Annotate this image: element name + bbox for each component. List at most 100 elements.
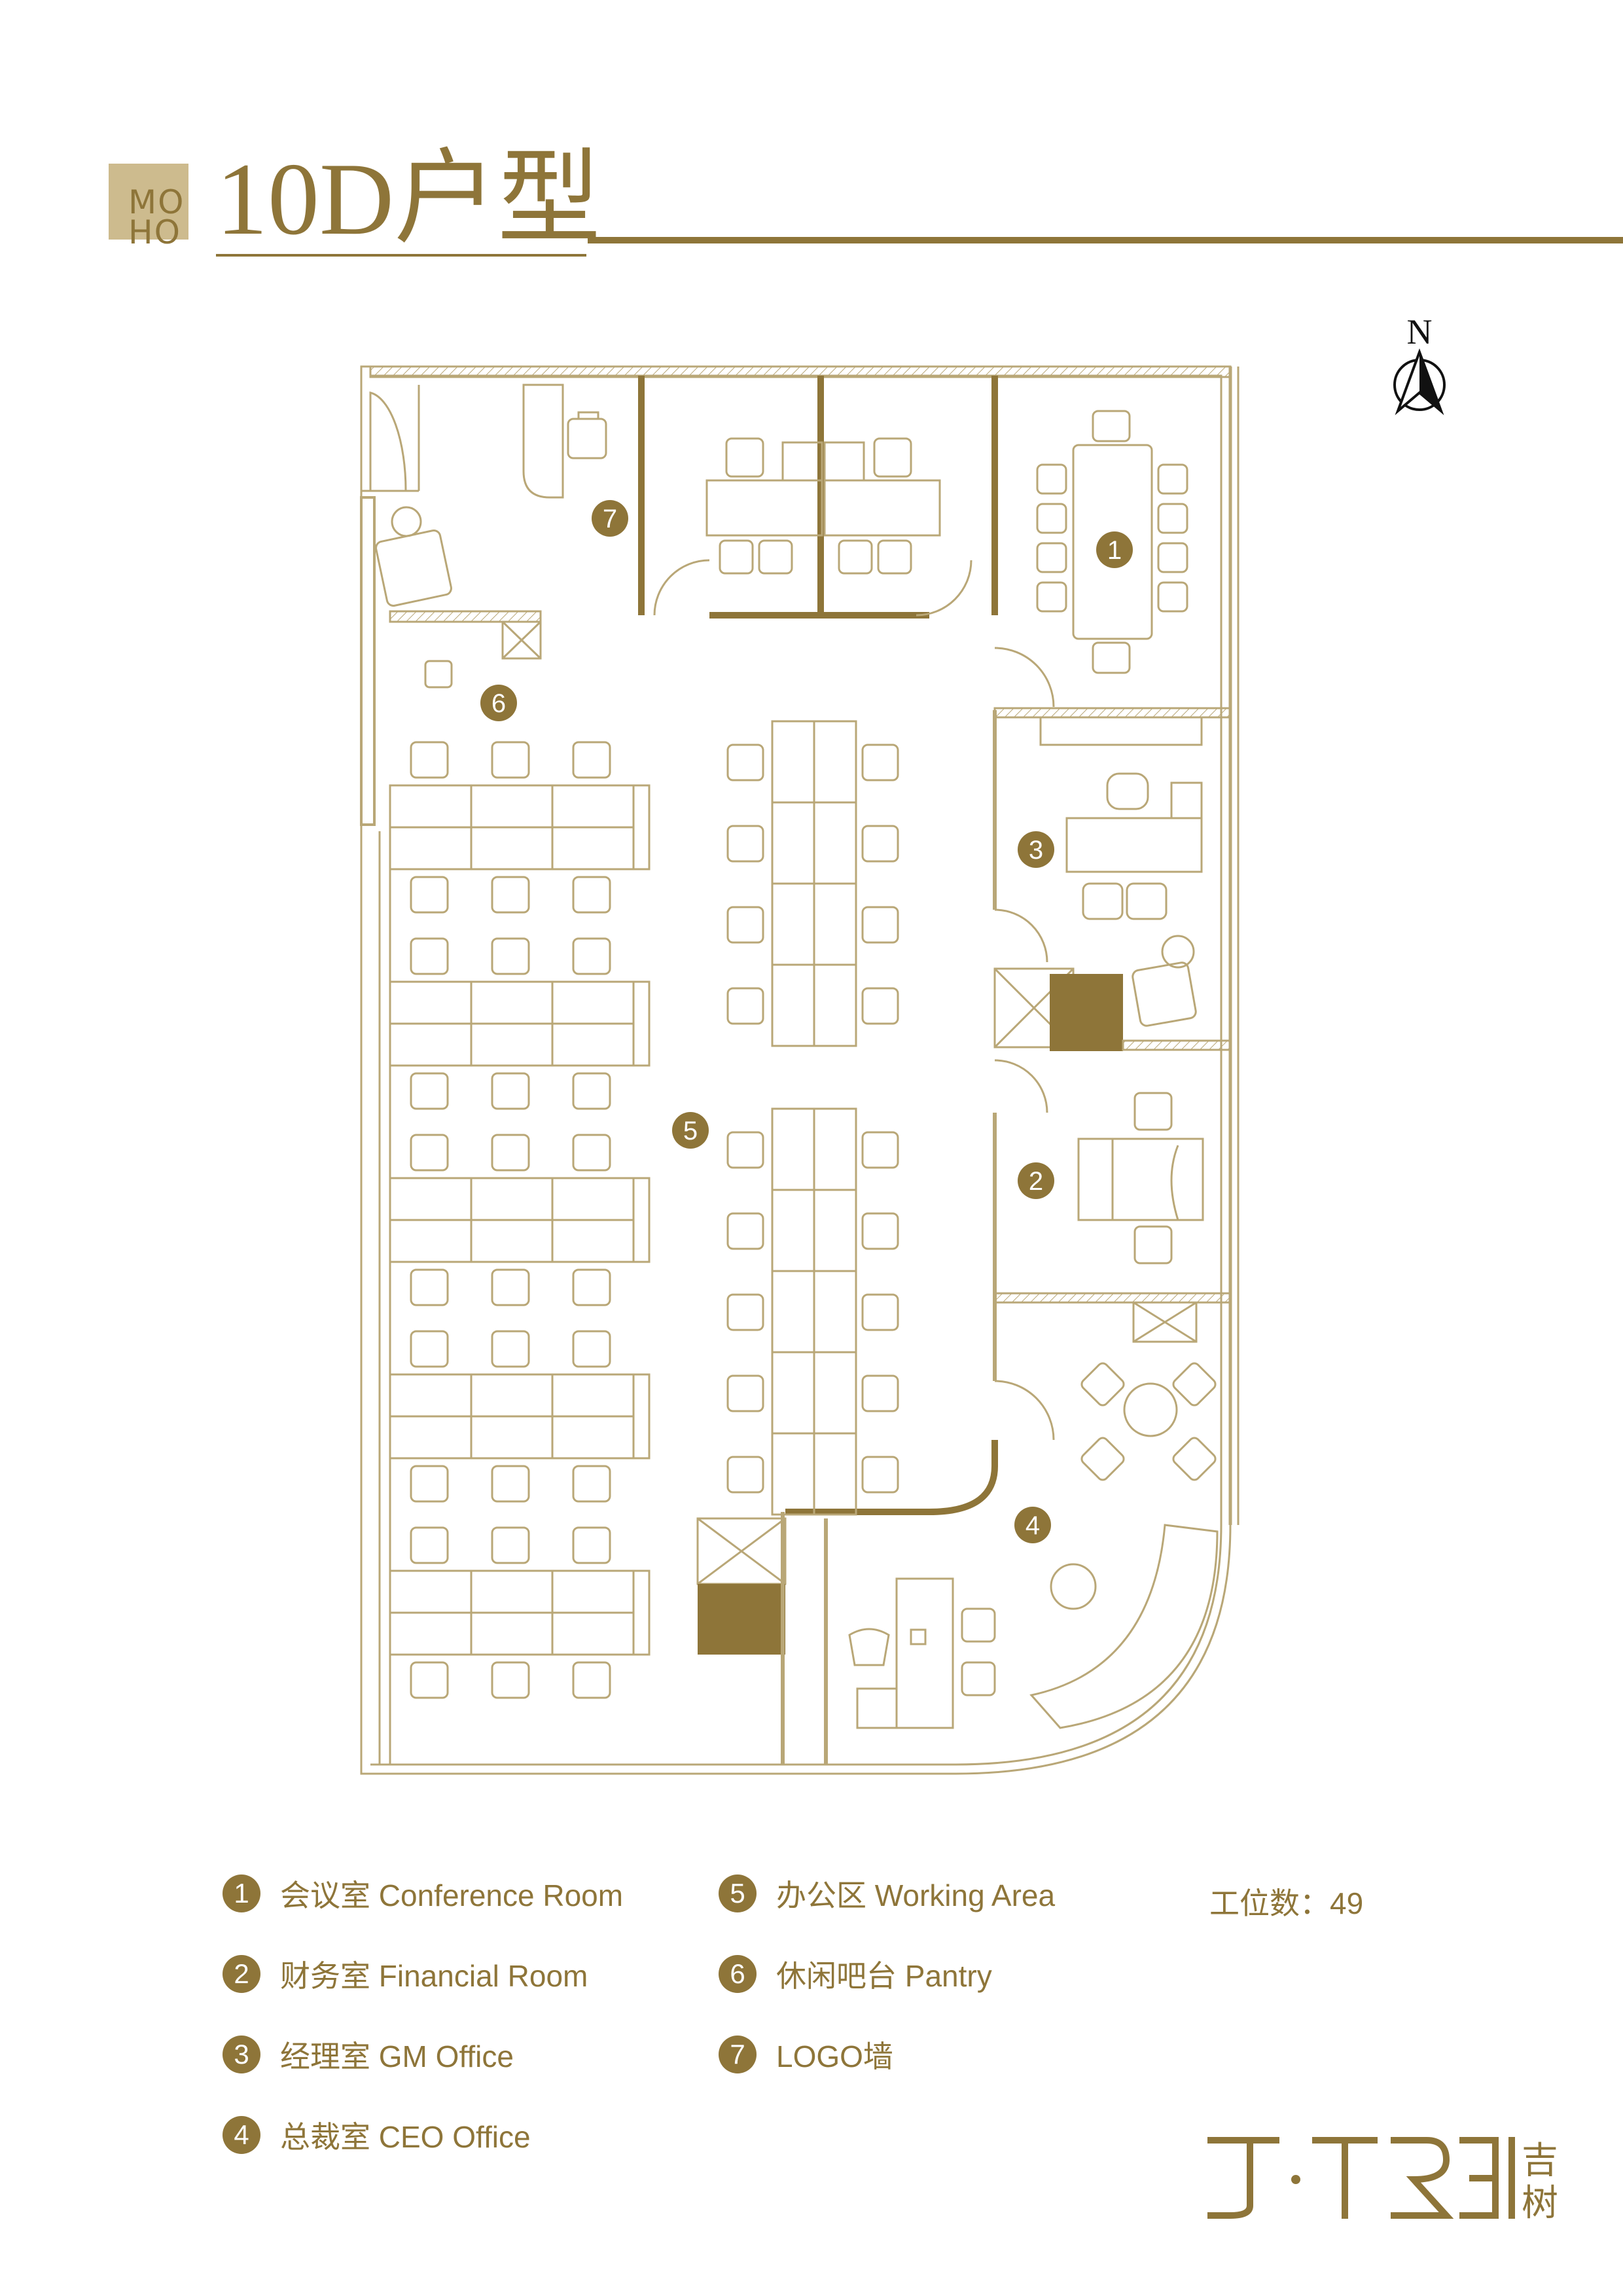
chair xyxy=(410,1072,449,1110)
legend-label: 总裁室 CEO Office xyxy=(280,2120,531,2154)
desk xyxy=(813,1107,857,1191)
core-shaft-bottom-solid xyxy=(698,1584,785,1655)
compass-icon xyxy=(1393,348,1446,416)
room-number-3: 3 xyxy=(1029,836,1043,865)
desk xyxy=(389,1022,473,1067)
chair xyxy=(410,1134,449,1172)
north-arrow: N xyxy=(1383,314,1455,425)
legend-badge: 3 xyxy=(223,2036,260,2073)
ceo-sofa xyxy=(1029,1524,1219,1729)
chair xyxy=(861,1374,899,1412)
desk xyxy=(551,1022,635,1067)
legend-badge: 7 xyxy=(719,2036,757,2073)
chair xyxy=(861,1131,899,1169)
desk xyxy=(813,1270,857,1354)
chair xyxy=(572,1465,611,1503)
room-number-2: 2 xyxy=(1029,1167,1043,1196)
legend-item: 7 LOGO墙 xyxy=(719,2033,893,2076)
desk xyxy=(813,963,857,1047)
chair xyxy=(491,741,530,779)
legend-item: 6 休闲吧台 Pantry xyxy=(719,1952,992,1996)
legend-badge: 1 xyxy=(223,1874,260,1912)
chair xyxy=(726,1293,764,1331)
desk-end xyxy=(632,980,651,1067)
room-badges: 1 2 3 4 5 6 7 xyxy=(480,500,1133,1543)
room-badge-6: 6 xyxy=(480,685,517,721)
desk xyxy=(771,1432,815,1516)
brand-line-1: MO xyxy=(128,183,185,221)
desk xyxy=(389,1415,473,1460)
legend-label: 办公区 Working Area xyxy=(776,1878,1056,1912)
desk xyxy=(470,826,554,870)
north-label: N xyxy=(1406,312,1433,351)
desk xyxy=(813,1189,857,1272)
pantry-counter xyxy=(389,610,542,623)
outer-wall xyxy=(360,365,1232,1775)
ceo-round-table xyxy=(1123,1382,1178,1437)
legend-item: 4 总裁室 CEO Office xyxy=(223,2113,531,2157)
conference-table xyxy=(1072,444,1153,640)
legend-item: 5 办公区 Working Area xyxy=(719,1872,1055,1915)
desk xyxy=(551,784,635,829)
chair xyxy=(726,1131,764,1169)
desk xyxy=(470,1415,554,1460)
room-badge-4: 4 xyxy=(1014,1507,1051,1543)
desk xyxy=(551,1570,635,1614)
chair xyxy=(861,744,899,781)
desk xyxy=(470,1022,554,1067)
desk xyxy=(389,1373,473,1418)
desk xyxy=(771,1351,815,1435)
desk xyxy=(771,801,815,885)
chair xyxy=(491,1465,530,1503)
chair xyxy=(491,1526,530,1564)
reception-desk xyxy=(522,384,564,499)
meeting-table-b xyxy=(823,479,941,537)
gm-wall xyxy=(993,707,1232,719)
room-badge-7: 7 xyxy=(592,500,628,537)
chair xyxy=(726,744,764,781)
chair xyxy=(861,906,899,944)
desk xyxy=(551,980,635,1025)
ceo-desk xyxy=(895,1577,954,1729)
desk-end xyxy=(632,1177,651,1263)
ceo-curved-wall xyxy=(785,1440,998,1515)
chair xyxy=(726,906,764,944)
west-wall xyxy=(360,496,376,826)
desk xyxy=(771,1270,815,1354)
brand-line-2: HO xyxy=(128,213,181,251)
chair xyxy=(572,1661,611,1699)
page-header: MO HO 10D户型 xyxy=(0,0,1623,275)
chair xyxy=(572,741,611,779)
core-shaft-right-solid xyxy=(1050,974,1123,1051)
chair xyxy=(572,1072,611,1110)
desk xyxy=(813,1432,857,1516)
desk xyxy=(813,882,857,966)
gm-desk xyxy=(1065,817,1203,873)
chair xyxy=(410,937,449,975)
chair xyxy=(410,876,449,914)
chair xyxy=(410,1661,449,1699)
desk xyxy=(551,1611,635,1656)
desk xyxy=(813,1351,857,1435)
chair xyxy=(572,937,611,975)
desk xyxy=(470,1177,554,1221)
entry-door xyxy=(369,391,407,492)
chair xyxy=(491,1072,530,1110)
chair xyxy=(410,1465,449,1503)
room-badge-5: 5 xyxy=(672,1112,709,1149)
desk xyxy=(551,826,635,870)
desk xyxy=(771,720,815,804)
north-wall xyxy=(369,365,1232,378)
workstation-clusters xyxy=(389,720,899,1699)
finance-wall xyxy=(993,1292,1232,1304)
desk xyxy=(470,1373,554,1418)
chair xyxy=(491,937,530,975)
chair xyxy=(572,1134,611,1172)
legend-label: 财务室 Financial Room xyxy=(280,1959,588,1993)
room-number-1: 1 xyxy=(1107,536,1122,565)
desk xyxy=(389,784,473,829)
chair xyxy=(410,741,449,779)
legend-label: 休闲吧台 Pantry xyxy=(776,1959,992,1993)
desk-end xyxy=(632,784,651,870)
